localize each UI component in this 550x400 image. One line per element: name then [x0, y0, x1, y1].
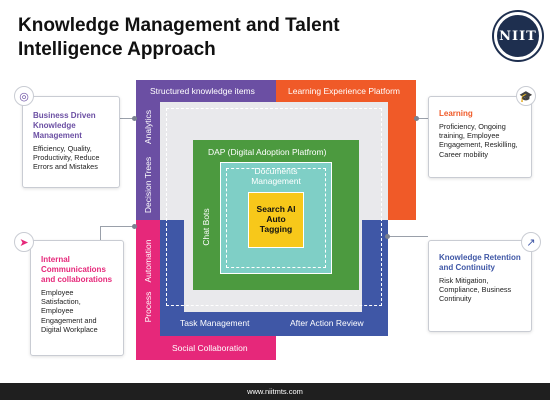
footer-url[interactable]: www.niitmts.com: [0, 383, 550, 400]
card-internal: Internal Communications and collaboratio…: [30, 240, 124, 356]
label-documents: Documents Management: [251, 166, 301, 186]
target-icon: ◎: [14, 86, 34, 106]
documents-block: [220, 162, 332, 274]
niit-logo: NIIT: [494, 12, 542, 60]
band-structured-knowledge: [136, 80, 276, 102]
page-title: Knowledge Management and Talent Intellig…: [18, 15, 340, 60]
band-learning-right: [388, 102, 416, 220]
label-automation: Automation: [143, 239, 153, 283]
label-learning-experience: Learning Experience Platform: [288, 86, 400, 96]
band-learning-experience: [276, 80, 416, 102]
card-learning-heading: Learning: [439, 109, 473, 118]
connector-dot-learning: [414, 116, 419, 121]
band-social-collaboration: [136, 336, 276, 360]
connector-dot-internal: [132, 224, 137, 229]
card-learning: Learning Proficiency, Ongoing training, …: [428, 96, 532, 178]
card-retention-heading: Knowledge Retention and Continuity: [439, 253, 521, 272]
band-analytics-left: [136, 102, 160, 220]
card-business-heading: Business Driven Knowledge Management: [33, 111, 96, 140]
label-after-action: After Action Review: [290, 318, 364, 328]
card-business-body: Efficiency, Quality, Productivity, Reduc…: [33, 144, 100, 172]
card-internal-body: Employee Satisfaction, Employee Engageme…: [41, 288, 98, 334]
card-internal-heading: Internal Communications and collaboratio…: [41, 255, 113, 284]
card-retention: Knowledge Retention and Continuity Risk …: [428, 240, 532, 332]
paper-plane-icon: ➤: [14, 232, 34, 252]
growth-chart-icon: ↗: [521, 232, 541, 252]
label-decision-trees: Decision Trees: [143, 156, 153, 214]
label-task-management: Task Management: [180, 318, 250, 328]
dashed-outline-inner: [226, 168, 326, 268]
card-retention-body: Risk Mitigation, Compliance, Business Co…: [439, 276, 512, 304]
card-business: Business Driven Knowledge Management Eff…: [22, 96, 120, 188]
label-structured-knowledge: Structured knowledge items: [150, 86, 255, 96]
label-analytics: Analytics: [143, 110, 153, 145]
label-dap: DAP (Digital Adoption Platfrom): [208, 147, 327, 157]
card-learning-body: Proficiency, Ongoing training, Employee …: [439, 122, 518, 159]
connector-retention: [388, 236, 428, 237]
connector-learning: [416, 118, 428, 119]
label-process: Process: [143, 291, 153, 323]
connector-dot-retention: [385, 234, 390, 239]
dashed-outline-outer: [166, 108, 382, 306]
label-chat-bots: Chat Bots: [201, 208, 211, 246]
connector-internal-h: [100, 226, 136, 227]
graduation-cap-icon: 🎓: [516, 86, 536, 106]
label-search-ai: Search AI Auto Tagging: [256, 204, 296, 234]
connector-internal: [100, 226, 101, 240]
connector-dot-business: [132, 116, 137, 121]
label-social-collaboration: Social Collaboration: [172, 343, 248, 353]
search-ai-block: [248, 192, 304, 248]
connector-business: [120, 118, 136, 119]
band-after-action-right: [362, 220, 388, 336]
